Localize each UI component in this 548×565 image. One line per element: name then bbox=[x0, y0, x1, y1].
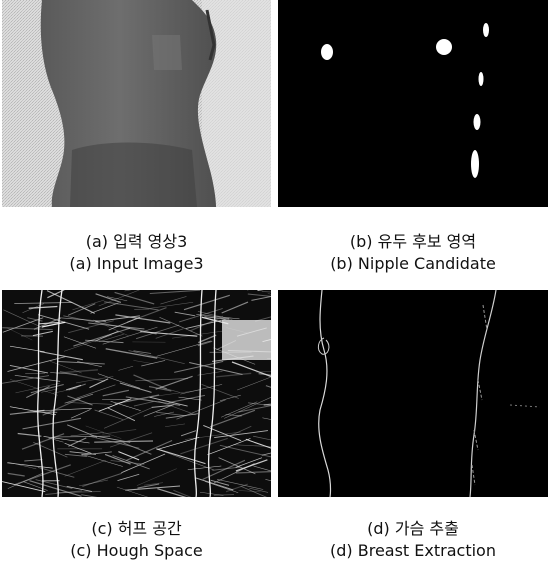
caption-c-korean: (c) 허프 공간 bbox=[2, 518, 271, 540]
input-image bbox=[2, 0, 271, 207]
breast-extraction bbox=[278, 290, 548, 497]
candidate-blob bbox=[483, 23, 489, 37]
caption-b-korean: (b) 유두 후보 영역 bbox=[278, 231, 548, 253]
caption-c: (c) 허프 공간 (c) Hough Space bbox=[2, 518, 271, 562]
candidate-blob bbox=[471, 150, 479, 178]
nipple-candidate-panel bbox=[278, 0, 548, 207]
candidate-blob bbox=[479, 72, 484, 86]
caption-d-english: (d) Breast Extraction bbox=[278, 540, 548, 562]
caption-c-english: (c) Hough Space bbox=[2, 540, 271, 562]
nipple-candidate-mask bbox=[278, 0, 548, 207]
caption-b: (b) 유두 후보 영역 (b) Nipple Candidate bbox=[278, 231, 548, 275]
caption-d: (d) 가슴 추출 (d) Breast Extraction bbox=[278, 518, 548, 562]
candidate-blob bbox=[436, 39, 452, 55]
caption-d-korean: (d) 가슴 추출 bbox=[278, 518, 548, 540]
caption-a-english: (a) Input Image3 bbox=[2, 253, 271, 275]
caption-a-korean: (a) 입력 영상3 bbox=[2, 231, 271, 253]
candidate-blob bbox=[474, 114, 481, 130]
hough-space-panel bbox=[2, 290, 271, 497]
hough-space bbox=[2, 290, 271, 497]
caption-b-english: (b) Nipple Candidate bbox=[278, 253, 548, 275]
breast-extraction-panel bbox=[278, 290, 548, 497]
candidate-blob bbox=[321, 44, 333, 60]
input-image-panel bbox=[2, 0, 271, 207]
caption-a: (a) 입력 영상3 (a) Input Image3 bbox=[2, 231, 271, 275]
